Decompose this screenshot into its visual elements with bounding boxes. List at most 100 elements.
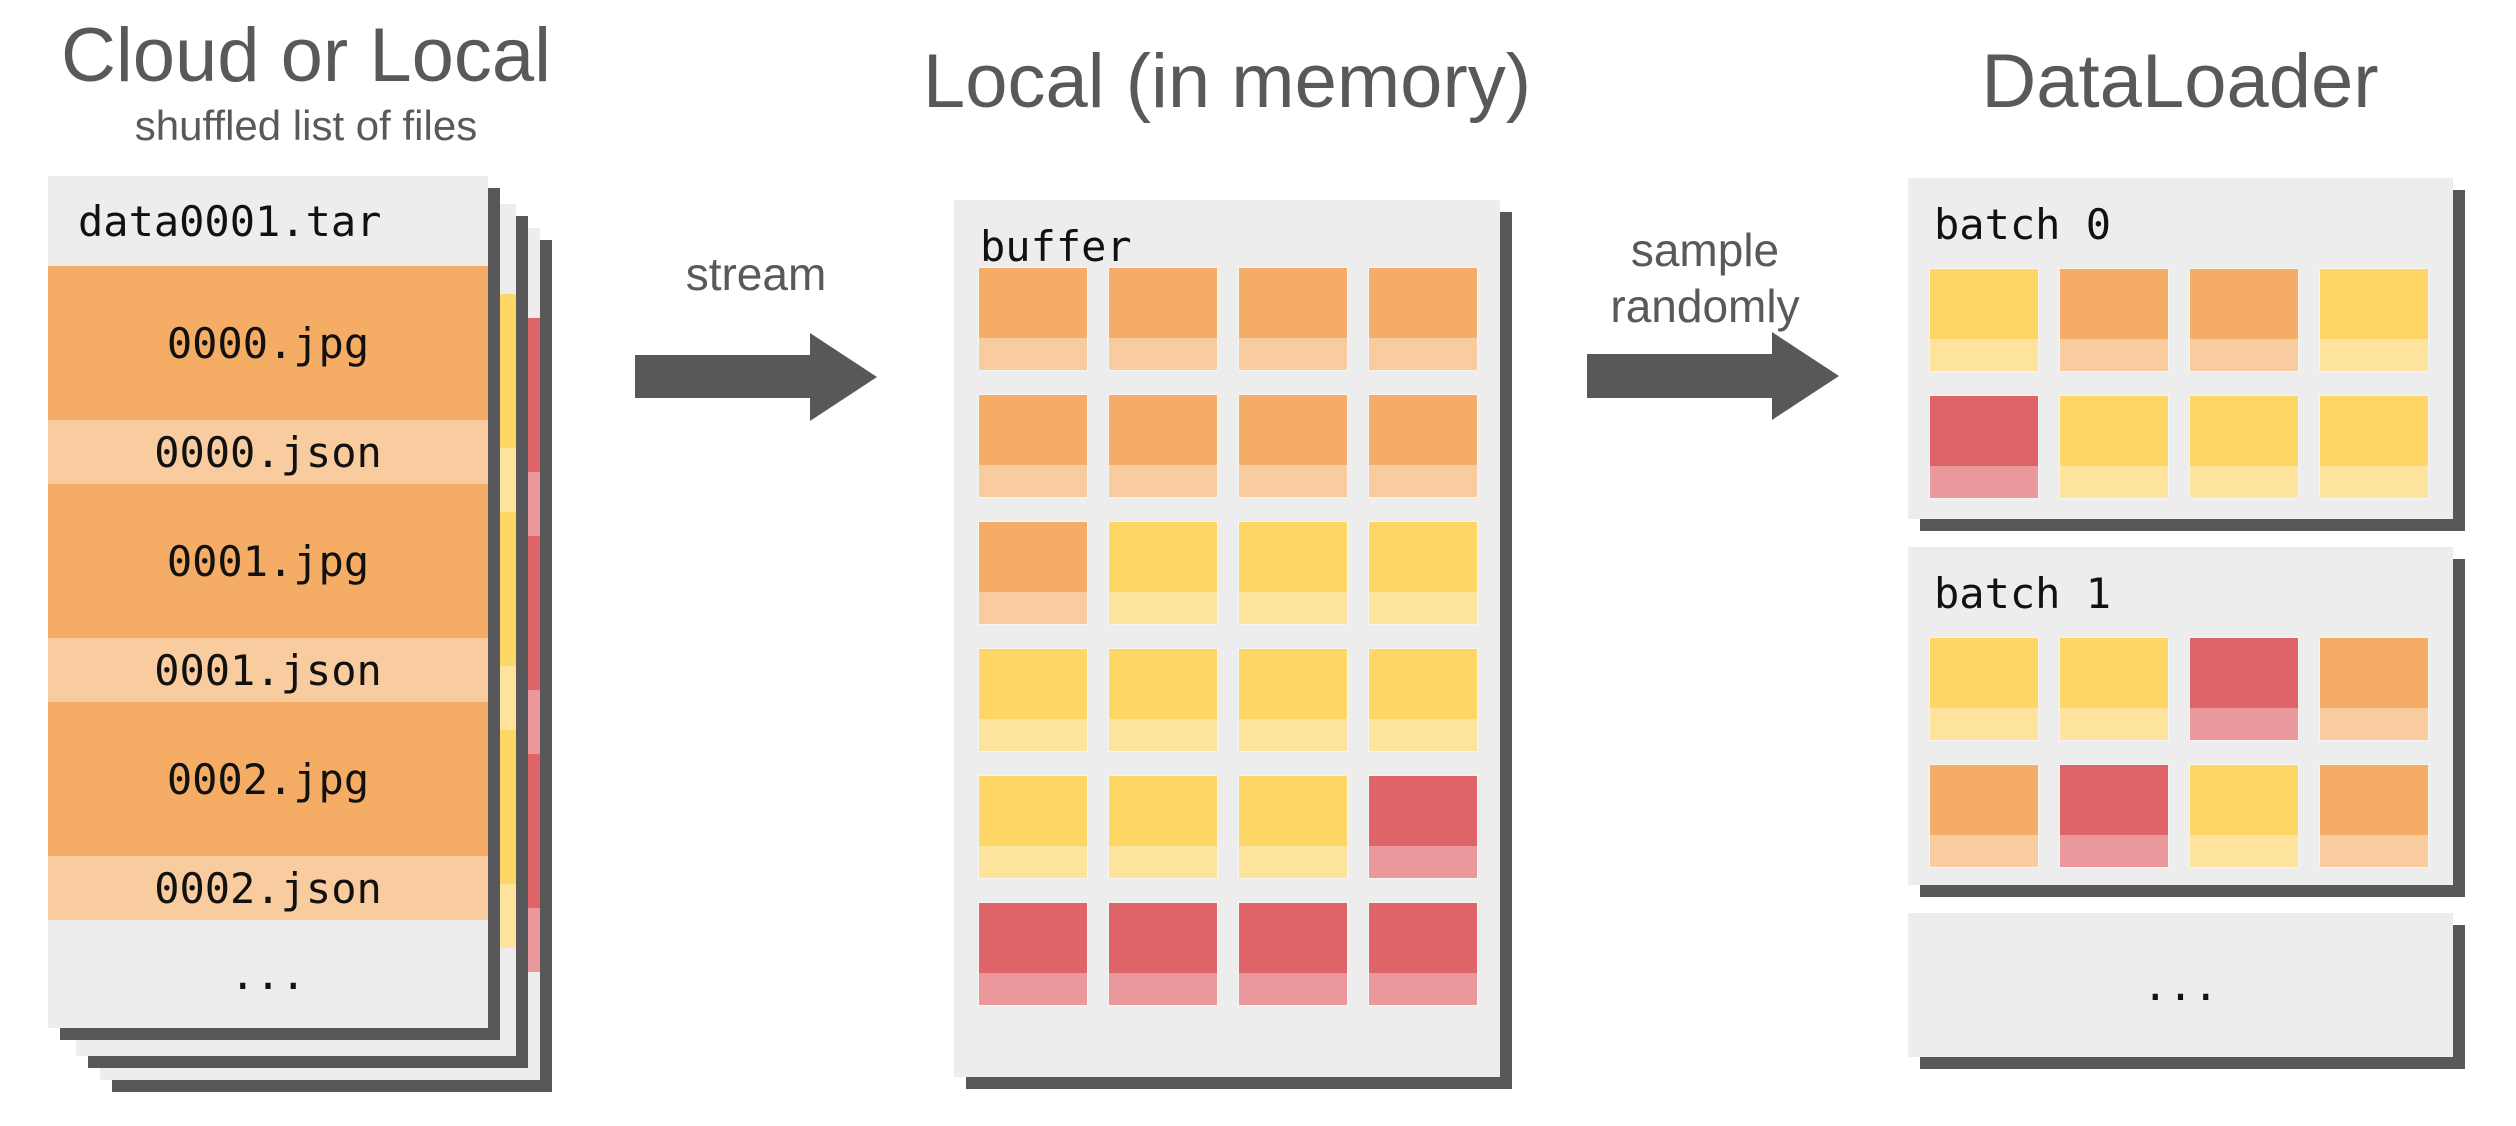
- tile-main: [2060, 269, 2168, 339]
- tile-strip: [2320, 708, 2428, 740]
- tile-main: [1369, 395, 1477, 465]
- tile-strip: [1369, 592, 1477, 624]
- tile-strip: [1109, 719, 1217, 751]
- tile-strip: [2060, 339, 2168, 371]
- batch-0-label: batch 0: [1934, 200, 2112, 249]
- tile-strip: [1369, 846, 1477, 878]
- tile-main: [1369, 522, 1477, 592]
- tile-strip: [1109, 846, 1217, 878]
- tile-main: [979, 776, 1087, 846]
- tile-strip: [1930, 835, 2038, 867]
- yellow-sample-tile: [1238, 521, 1348, 625]
- yellow-sample-tile: [978, 648, 1088, 752]
- tile-strip: [1239, 973, 1347, 1005]
- tile-strip: [1930, 466, 2038, 498]
- tile-strip: [1930, 708, 2038, 740]
- left-panel-subtitle: shuffled list of files: [134, 102, 478, 149]
- batch-1-label: batch 1: [1934, 569, 2112, 618]
- tile-strip: [1239, 592, 1347, 624]
- red-sample-tile: [1238, 902, 1348, 1006]
- red-sample-tile: [2189, 637, 2299, 741]
- tile-main: [2190, 638, 2298, 708]
- tile-row: [1929, 268, 2429, 372]
- yellow-sample-tile: [1108, 521, 1218, 625]
- yellow-sample-tile: [2319, 268, 2429, 372]
- tile-strip: [2060, 708, 2168, 740]
- yellow-sample-tile: [2189, 395, 2299, 499]
- tile-main: [2060, 396, 2168, 466]
- yellow-sample-tile: [1238, 648, 1348, 752]
- yellow-sample-tile: [1108, 775, 1218, 879]
- stream-label: stream: [685, 248, 827, 300]
- orange-sample-tile: [1929, 764, 2039, 868]
- tile-main: [1109, 776, 1217, 846]
- file-row-0001.json: 0001.json: [48, 638, 488, 702]
- tile-strip: [2190, 708, 2298, 740]
- sample-randomly-label: sample randomly: [1610, 222, 1799, 334]
- yellow-sample-tile: [1929, 637, 2039, 741]
- orange-sample-tile: [978, 394, 1088, 498]
- tile-strip: [1369, 338, 1477, 370]
- tile-main: [1109, 522, 1217, 592]
- tile-strip: [1239, 846, 1347, 878]
- stream-arrow-head-icon: [810, 333, 877, 421]
- tile-strip: [1239, 338, 1347, 370]
- tile-strip: [1109, 338, 1217, 370]
- tile-main: [979, 522, 1087, 592]
- tile-main: [1109, 903, 1217, 973]
- orange-sample-tile: [1368, 394, 1478, 498]
- tile-row: [978, 902, 1478, 1006]
- tile-main: [1239, 395, 1347, 465]
- yellow-sample-tile: [1238, 775, 1348, 879]
- tile-main: [1239, 649, 1347, 719]
- tile-strip: [1369, 719, 1477, 751]
- middle-panel-title: Local (in memory): [922, 39, 1532, 124]
- buffer-label: buffer: [980, 222, 1132, 271]
- batch-1-card: batch 1: [1908, 547, 2453, 885]
- tile-main: [979, 395, 1087, 465]
- left-panel-title: Cloud or Local: [60, 13, 552, 98]
- red-sample-tile: [978, 902, 1088, 1006]
- tile-row: [1929, 637, 2429, 741]
- tile-strip: [979, 592, 1087, 624]
- yellow-sample-tile: [2189, 764, 2299, 868]
- tile-row: [978, 775, 1478, 879]
- file-row-0002.jpg: 0002.jpg: [48, 702, 488, 856]
- file-row-0000.jpg: 0000.jpg: [48, 266, 488, 420]
- tile-strip: [979, 973, 1087, 1005]
- sample-arrow-icon: [1587, 354, 1772, 398]
- tile-main: [2060, 638, 2168, 708]
- tile-main: [1930, 765, 2038, 835]
- yellow-sample-tile: [978, 775, 1088, 879]
- tile-strip: [979, 465, 1087, 497]
- red-sample-tile: [2059, 764, 2169, 868]
- tile-main: [1109, 395, 1217, 465]
- tile-row: [1929, 764, 2429, 868]
- tile-row: [978, 394, 1478, 498]
- tile-main: [1109, 268, 1217, 338]
- tar-card-footer: ...: [230, 949, 306, 999]
- yellow-sample-tile: [2319, 395, 2429, 499]
- orange-sample-tile: [978, 267, 1088, 371]
- tile-strip: [1369, 973, 1477, 1005]
- tile-strip: [979, 719, 1087, 751]
- tile-main: [2190, 765, 2298, 835]
- red-sample-tile: [1929, 395, 2039, 499]
- right-panel-title: DataLoader: [1981, 39, 2379, 124]
- orange-sample-tile: [2189, 268, 2299, 372]
- tile-main: [2320, 396, 2428, 466]
- tile-row: [978, 521, 1478, 625]
- red-sample-tile: [1368, 902, 1478, 1006]
- tile-main: [1369, 649, 1477, 719]
- batch-0-grid: [1929, 268, 2429, 499]
- tile-strip: [2320, 466, 2428, 498]
- tile-strip: [2060, 835, 2168, 867]
- batch-1-grid: [1929, 637, 2429, 868]
- buffer-card: buffer: [954, 200, 1500, 1077]
- yellow-sample-tile: [1929, 268, 2039, 372]
- orange-sample-tile: [978, 521, 1088, 625]
- stream-arrow-icon: [635, 355, 810, 398]
